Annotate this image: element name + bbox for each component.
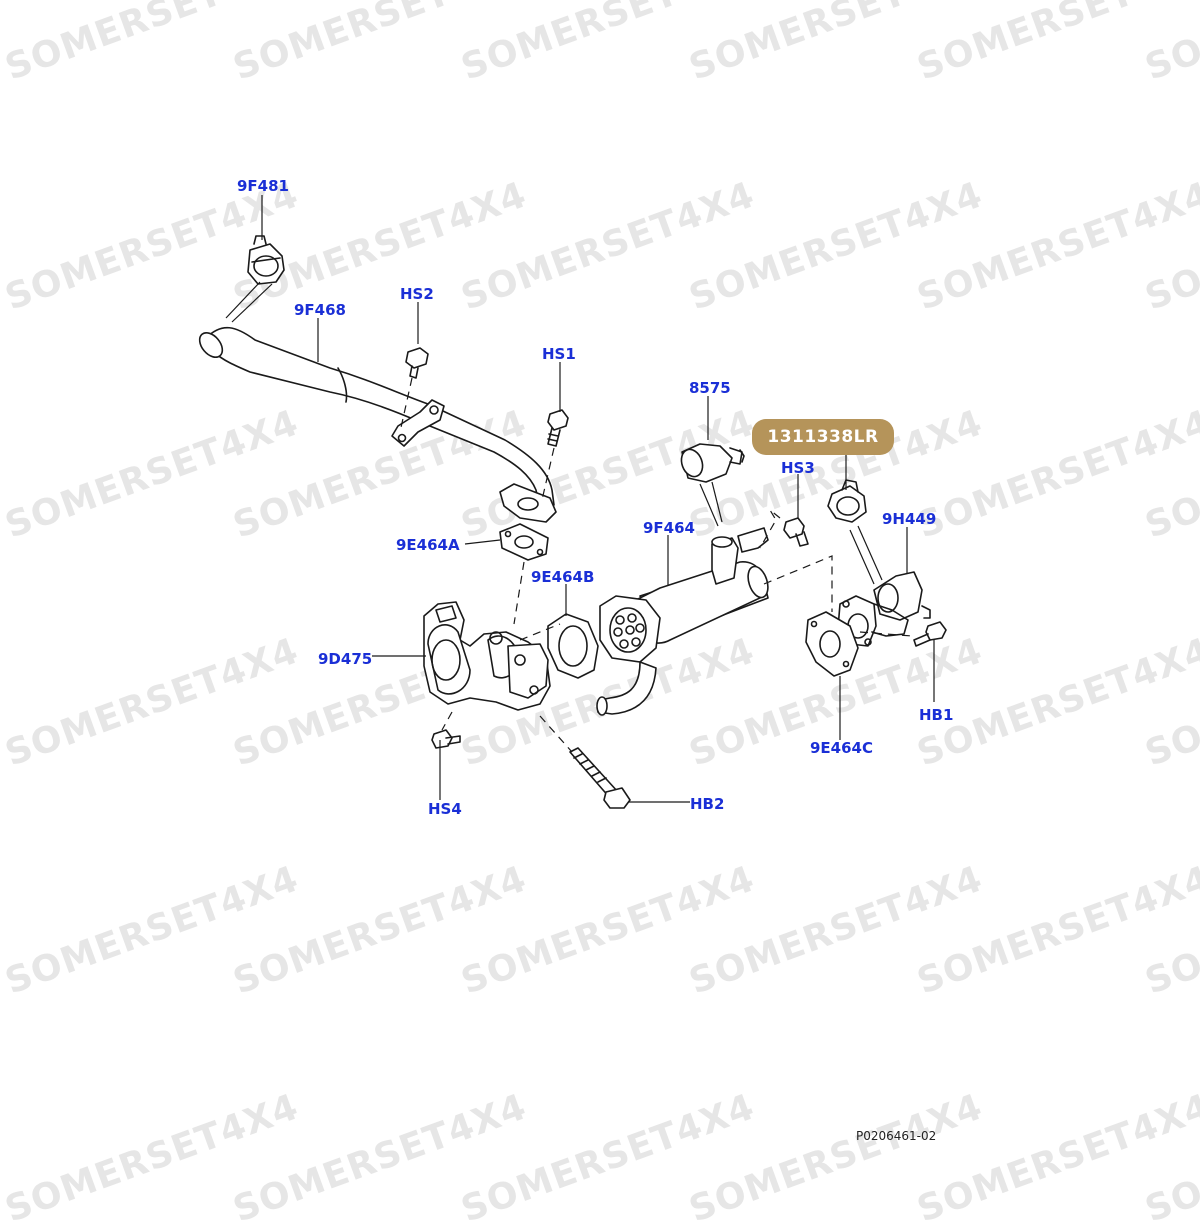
bolt-HS2 (405, 347, 429, 379)
callout-HB2[interactable]: HB2 (690, 795, 725, 813)
callout-9F468[interactable]: 9F468 (294, 301, 346, 319)
egr-valve-9D475 (423, 601, 551, 711)
callout-HS3[interactable]: HS3 (781, 459, 815, 477)
callout-8575[interactable]: 8575 (689, 379, 731, 397)
callout-HS2[interactable]: HS2 (400, 285, 434, 303)
highlighted-part-badge[interactable]: 1311338LR (752, 419, 894, 455)
callout-9F464[interactable]: 9F464 (643, 519, 695, 537)
callout-9F481[interactable]: 9F481 (237, 177, 289, 195)
callout-HS1[interactable]: HS1 (542, 345, 576, 363)
gasket-9E464B (547, 613, 599, 679)
hose-clip-9F481 (247, 235, 285, 285)
bolt-HS1 (547, 409, 569, 447)
callout-HB1[interactable]: HB1 (919, 706, 954, 724)
gasket-9E464C (805, 611, 859, 677)
parts-diagram (198, 195, 947, 809)
alignment-dashes (399, 377, 913, 753)
bolt-HS3 (783, 517, 809, 547)
leader-lines (225, 195, 935, 803)
egr-cooler-9F464 (596, 527, 769, 716)
bolt-HB2 (569, 747, 631, 809)
hose-clip-1311338LR (827, 479, 867, 523)
callout-9D475[interactable]: 9D475 (318, 650, 373, 668)
bolt-HS4 (431, 729, 461, 749)
callout-9E464C[interactable]: 9E464C (810, 739, 874, 757)
gasket-9E464A (499, 523, 549, 561)
drawing-reference: P0206461-02 (856, 1129, 937, 1143)
callout-HS4[interactable]: HS4 (428, 800, 462, 818)
sensor-8575 (680, 443, 745, 483)
callout-9E464A[interactable]: 9E464A (396, 536, 460, 554)
egr-tube-9F468 (198, 326, 557, 523)
bolt-HB1 (913, 621, 947, 647)
callout-9E464B[interactable]: 9E464B (531, 568, 595, 586)
callout-9H449[interactable]: 9H449 (882, 510, 937, 528)
